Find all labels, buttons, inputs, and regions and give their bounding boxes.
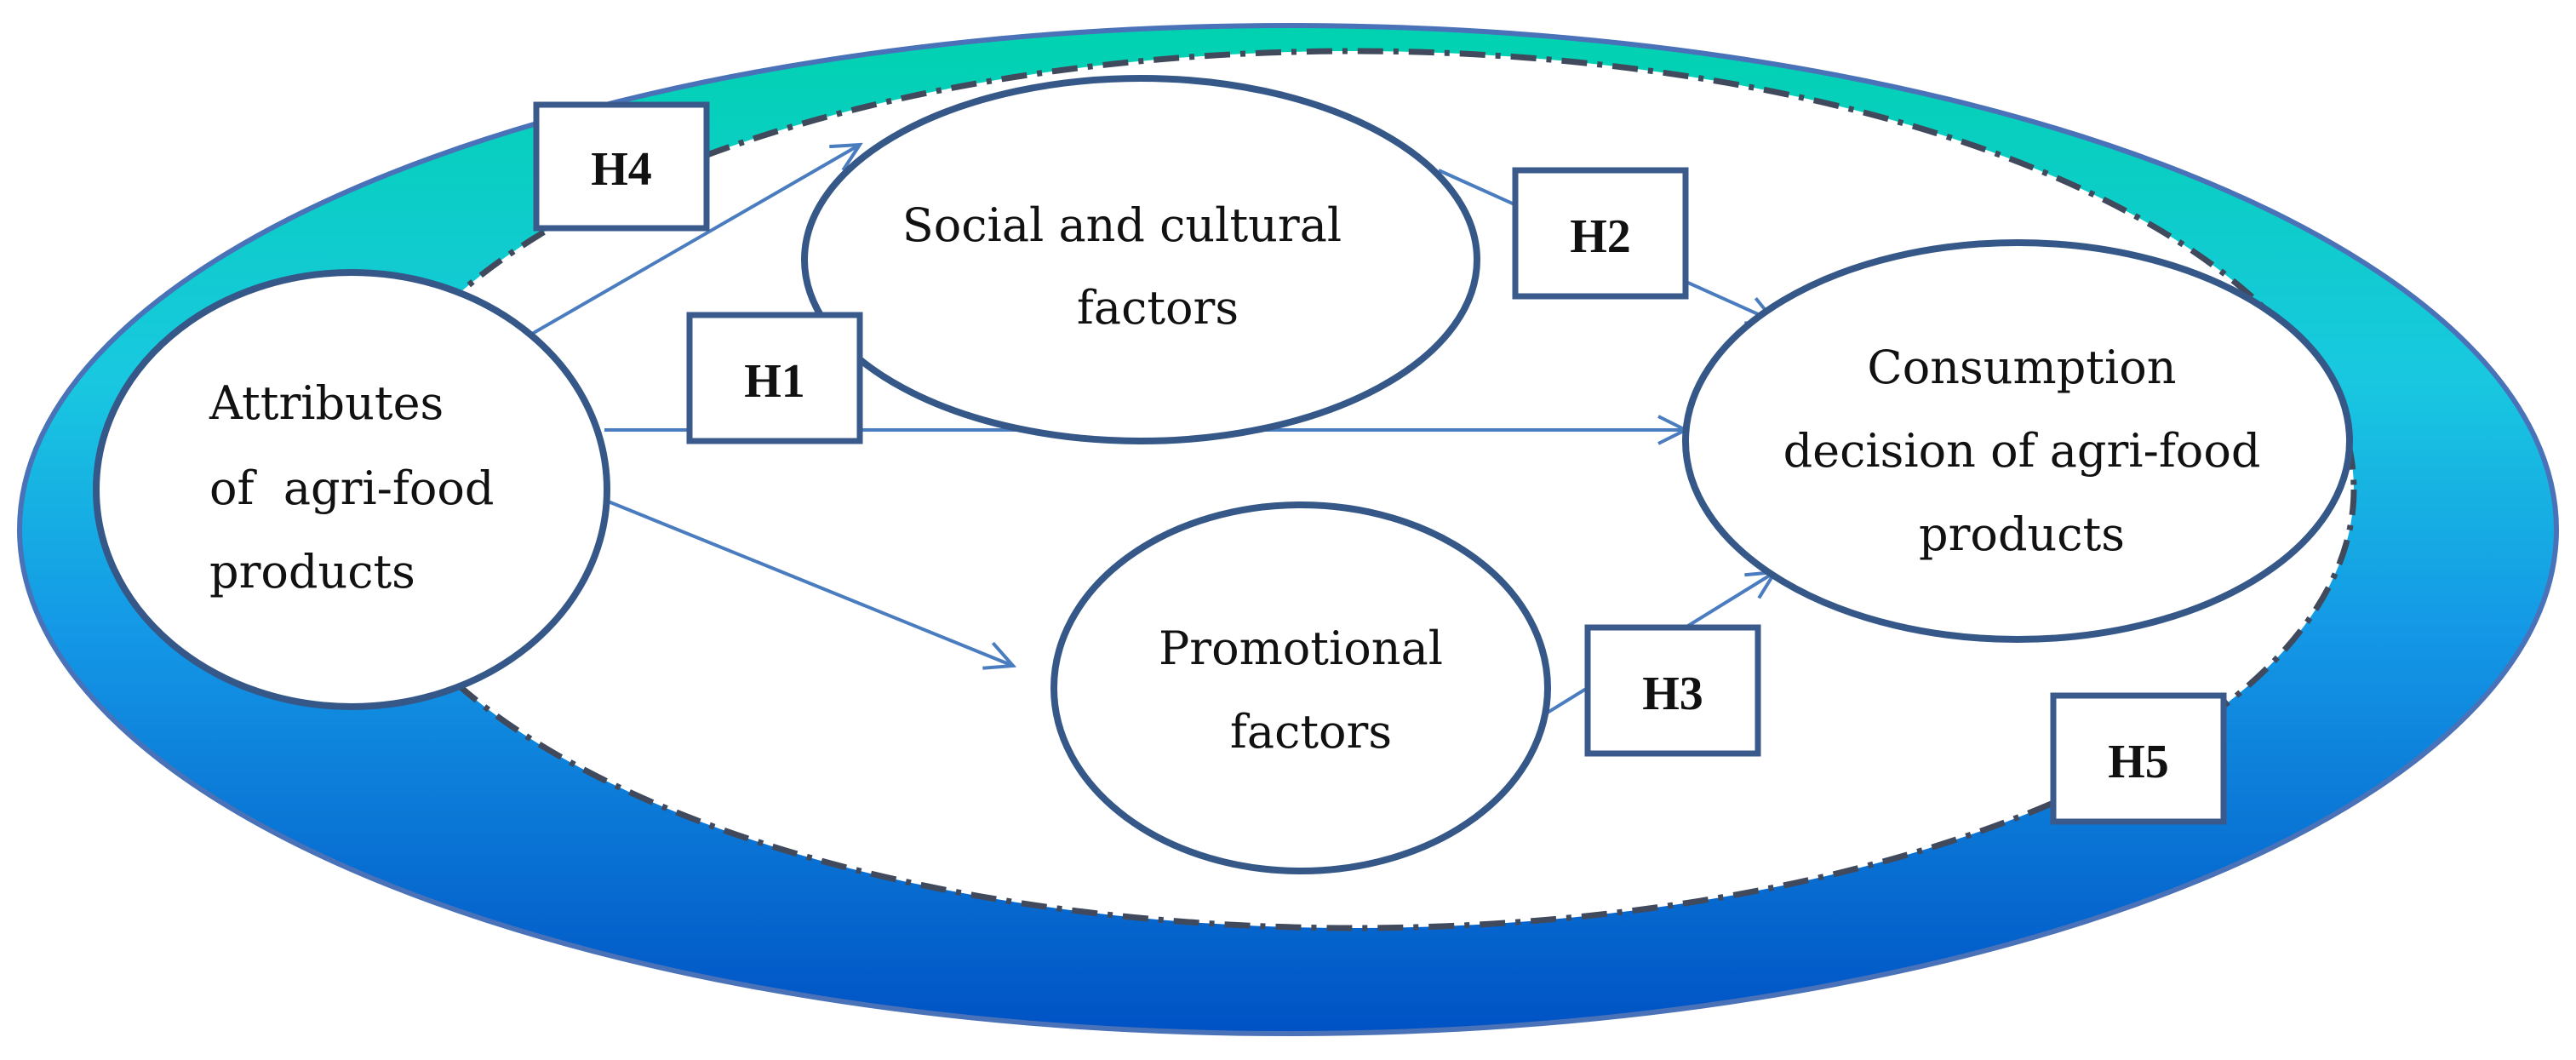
arrow-attributes-to-promotional [605,499,1013,666]
node-social-cultural: Social and cultural factors [801,75,1480,444]
svg-text:H4: H4 [591,143,652,196]
svg-text:H2: H2 [1570,210,1631,263]
consumption-line-2: decision of agri-food [1783,424,2261,478]
hypothesis-h3: H3 [1584,624,1761,757]
svg-text:H1: H1 [744,355,805,408]
promotional-line-2: factors [1230,705,1392,759]
promotional-line-1: Promotional [1159,622,1443,675]
consumption-line-1: Consumption [1867,341,2176,394]
node-consumption-decision: Consumption decision of agri-food produc… [1682,239,2353,643]
attributes-line-1: Attributes [209,376,444,430]
social-line-2: factors [1077,281,1239,335]
hypothesis-h4: H4 [533,101,710,232]
arrow-attributes-to-social [531,145,860,335]
svg-text:H5: H5 [2108,736,2169,788]
consumption-line-3: products [1919,507,2125,561]
node-attributes: Attributes of agri-food products [93,269,610,710]
hypothesis-h1: H1 [686,312,863,444]
hypothesis-h5: H5 [2050,692,2227,825]
hypothesis-h2: H2 [1512,167,1689,300]
svg-text:H3: H3 [1642,668,1703,720]
attributes-line-3: products [209,545,415,599]
attributes-line-2: of agri-food [209,461,495,515]
social-line-1: Social and cultural [902,198,1342,252]
node-promotional: Promotional factors [1050,501,1551,874]
